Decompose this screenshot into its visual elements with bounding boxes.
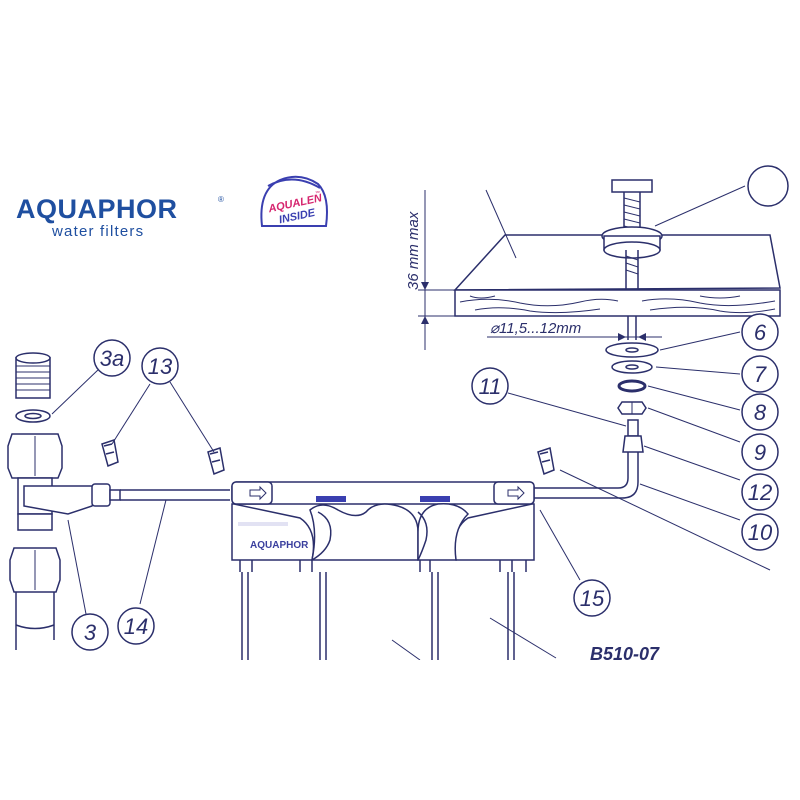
washer-stack <box>605 342 659 415</box>
clips-13 <box>101 439 555 476</box>
leader-9 <box>647 407 741 443</box>
aquaphor-logo: AQUAPHOR ® water filters <box>16 194 224 240</box>
aqualen-badge: AQUALEN ™ INSIDE <box>260 175 328 227</box>
washer-bottom <box>603 241 661 259</box>
registered-mark: ® <box>218 195 224 204</box>
canister-1-right <box>319 572 327 660</box>
leader-lines <box>51 331 771 615</box>
label-7: 7 <box>754 362 767 387</box>
label-13: 13 <box>148 354 173 379</box>
manifold-tube <box>231 481 535 505</box>
leader-10 <box>639 483 741 521</box>
valve-outlet <box>91 483 111 507</box>
leader-13-b <box>169 381 215 453</box>
label-11: 11 <box>479 374 502 399</box>
leader-3a <box>51 367 101 415</box>
callout-3a: 3a <box>93 339 131 377</box>
callout-13: 13 <box>141 347 179 385</box>
filter-housing: AQUAPHOR <box>231 481 557 660</box>
callout-12: 12 <box>741 473 779 511</box>
housing-mid-left <box>309 503 419 561</box>
panel-leader <box>485 189 517 259</box>
tube-inner <box>534 452 639 499</box>
leader-clip-right <box>559 469 771 571</box>
label-15: 15 <box>580 586 605 611</box>
callout-6: 6 <box>741 313 779 351</box>
housing-clips-right <box>419 560 527 572</box>
label-10: 10 <box>748 520 773 545</box>
leader-11 <box>507 392 627 427</box>
max-thickness-label: 36 mm max <box>405 211 422 290</box>
leader-top-right <box>654 185 746 227</box>
aquaphor-tagline: water filters <box>51 223 144 240</box>
feed-valve-assembly <box>7 352 121 650</box>
leader-15 <box>539 509 581 581</box>
leader-7 <box>655 366 741 375</box>
tube-outer <box>534 452 629 489</box>
aqualen-wave <box>267 178 321 189</box>
tap-stem-assembly <box>601 165 789 340</box>
housing-mid-right <box>417 502 470 561</box>
label-14: 14 <box>124 614 148 639</box>
leader-8 <box>647 385 741 411</box>
hole-dimension: ⌀11,5...12mm <box>487 320 662 341</box>
countertop-panel <box>453 189 781 317</box>
tube-nut-12 <box>622 435 644 453</box>
callout-7: 7 <box>741 355 779 393</box>
supply-pipe <box>15 592 55 650</box>
model-code: B510-07 <box>590 644 660 664</box>
canister-2-right <box>507 572 515 660</box>
label-6: 6 <box>754 320 767 345</box>
housing-logo-text: AQUAPHOR <box>250 540 309 551</box>
housing-clips-left <box>239 560 313 572</box>
leader-12 <box>643 445 741 481</box>
canister-1-left <box>241 572 249 660</box>
callout-10: 10 <box>741 513 779 551</box>
flow-arrow-left <box>249 485 267 501</box>
callout-3: 3 <box>71 613 109 651</box>
accent-bar-1 <box>316 496 346 502</box>
accent-bar-2 <box>420 496 450 502</box>
washer-8 <box>617 379 647 393</box>
callout-15: 15 <box>573 579 611 617</box>
label-9: 9 <box>754 440 766 465</box>
label-8: 8 <box>754 400 767 425</box>
callout-9: 9 <box>741 433 779 471</box>
aqualen-tm: ™ <box>315 190 321 197</box>
leader-6 <box>659 331 741 351</box>
tube-fitting-11 <box>627 419 639 437</box>
aquaphor-logo-text: AQUAPHOR <box>16 194 178 224</box>
housing-left-cap <box>231 503 315 561</box>
wood-grain <box>459 295 776 314</box>
aqualen-drop-shape <box>260 175 328 227</box>
countertop-top-face <box>453 234 781 291</box>
canister-2-left <box>431 572 439 660</box>
valve-outlet-tip <box>109 489 121 501</box>
callout-8: 8 <box>741 393 779 431</box>
threaded-stem <box>623 192 641 232</box>
stem-below-panel <box>627 316 637 340</box>
inlet-tube <box>120 489 230 501</box>
hole-diameter-label: ⌀11,5...12mm <box>490 320 581 337</box>
leader-13-a <box>111 383 151 445</box>
label-3: 3 <box>84 620 97 645</box>
tap-base <box>611 179 653 193</box>
label-3a: 3a <box>100 346 124 371</box>
callout-11: 11 <box>471 367 509 405</box>
flow-arrow-right <box>507 485 525 501</box>
label-12: 12 <box>748 480 772 505</box>
faucet-tube <box>534 419 644 499</box>
callout-14: 14 <box>117 607 155 645</box>
callout-clipped <box>747 165 789 207</box>
leader-3 <box>67 519 87 615</box>
leader-14 <box>139 499 167 605</box>
thickness-dimension: 36 mm max <box>405 190 455 350</box>
thread-lines <box>623 197 641 231</box>
